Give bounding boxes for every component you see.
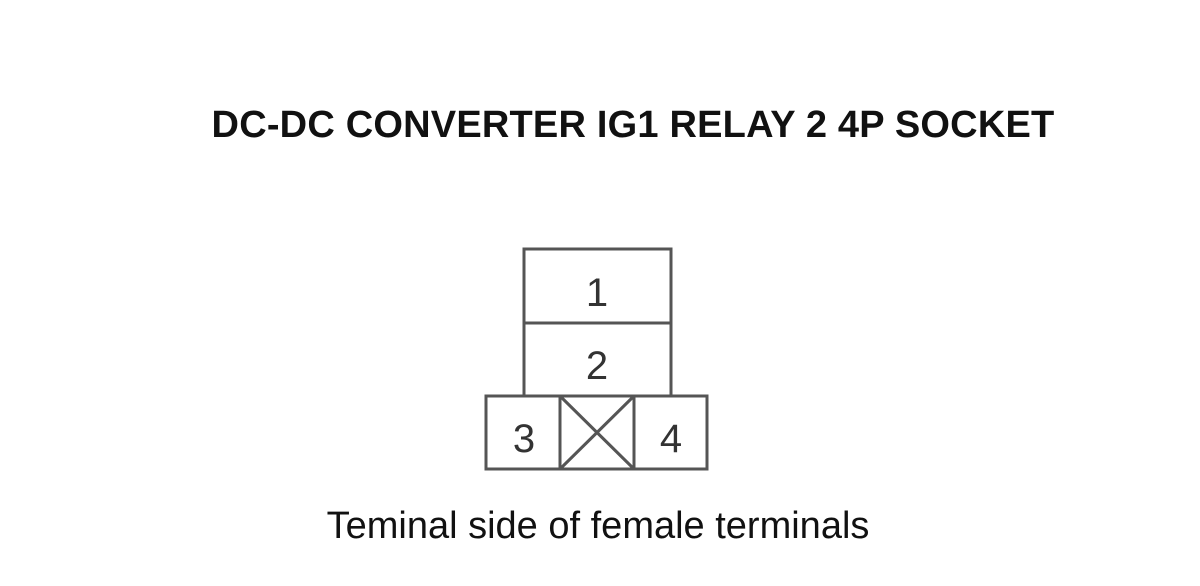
terminal-label-1: 1: [586, 271, 608, 315]
terminal-label-2: 2: [586, 344, 608, 388]
terminal-cell-4: [632, 394, 709, 471]
diagram-title: DC-DC CONVERTER IG1 RELAY 2 4P SOCKET: [211, 104, 1055, 146]
terminal-label-3: 3: [513, 417, 535, 461]
terminal-label-4: 4: [660, 417, 682, 461]
x-mark-icon: [558, 394, 636, 471]
terminal-side-caption: Teminal side of female terminals: [326, 505, 870, 547]
